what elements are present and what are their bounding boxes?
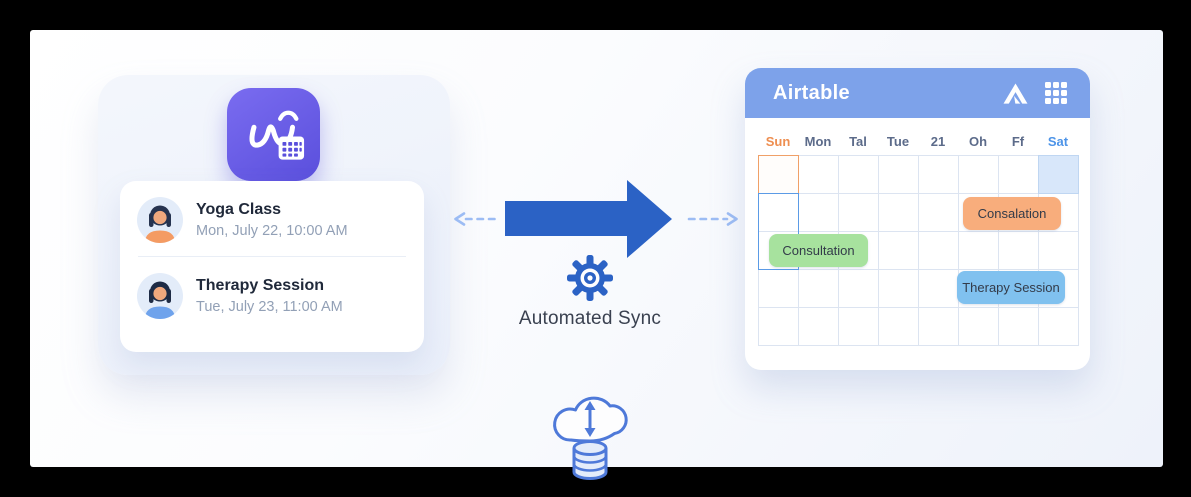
day-header: Ff [1011, 134, 1025, 149]
illustration-canvas: Yoga Class Mon, July 22, 10:00 AM Therap… [30, 30, 1163, 480]
grid-icon [1045, 82, 1067, 104]
day-header: Oh [968, 134, 988, 149]
day-header: Sat [1047, 134, 1069, 149]
day-header: Tue [886, 134, 910, 149]
w-calendar-app-logo [227, 88, 320, 181]
person-icon [145, 205, 175, 243]
woman-orange-shirt-avatar [137, 197, 183, 243]
gear-icon [567, 255, 613, 301]
divider [138, 256, 406, 257]
calendar-event: Consalation [963, 197, 1061, 230]
header-icons [1002, 81, 1068, 105]
list-item: Yoga Class Mon, July 22, 10:00 AM [120, 181, 424, 256]
day-header: Mon [804, 134, 832, 149]
booking-text: Therapy Session Tue, July 23, 11:00 AM [196, 277, 343, 315]
airtable-header: Airtable [745, 68, 1090, 118]
airtable-title: Airtable [773, 81, 850, 104]
person-icon [145, 281, 175, 319]
selected-cell-orange [758, 155, 799, 194]
booking-title: Yoga Class [196, 201, 282, 218]
booking-datetime: Mon, July 22, 10:00 AM [196, 223, 348, 239]
calendar-event: Therapy Session [957, 271, 1065, 304]
booking-text: Yoga Class Mon, July 22, 10:00 AM [196, 201, 348, 239]
highlighted-cell [1038, 155, 1079, 194]
w-script-calendar-icon [248, 110, 304, 160]
list-item: Therapy Session Tue, July 23, 11:00 AM [120, 257, 424, 332]
calendar-grid: Consalation Consultation Therapy Session [758, 155, 1079, 346]
big-right-arrow-icon [505, 180, 672, 258]
calendar-event: Consultation [769, 234, 868, 267]
woman-blue-shirt-avatar [137, 273, 183, 319]
bookings-list-card: Yoga Class Mon, July 22, 10:00 AM Therap… [120, 181, 424, 352]
day-header: Tal [849, 134, 867, 149]
dashed-arrow-left-icon [454, 212, 502, 226]
booking-title: Therapy Session [196, 277, 325, 294]
day-header: Sun [765, 134, 791, 149]
day-header: 21 [930, 134, 946, 149]
dashed-arrow-right-icon [687, 212, 738, 226]
day-header-row: Sun Mon Tal Tue 21 Oh Ff Sat [758, 134, 1078, 149]
selected-cell-blue [758, 193, 799, 270]
cloud-sync-database-icon [553, 396, 628, 480]
sync-label: Automated Sync [518, 308, 662, 329]
airtable-logo-icon [1003, 82, 1028, 104]
booking-datetime: Tue, July 23, 11:00 AM [196, 299, 343, 315]
airtable-card: Airtable Sun Mon Tal Tue 2 [745, 68, 1090, 370]
